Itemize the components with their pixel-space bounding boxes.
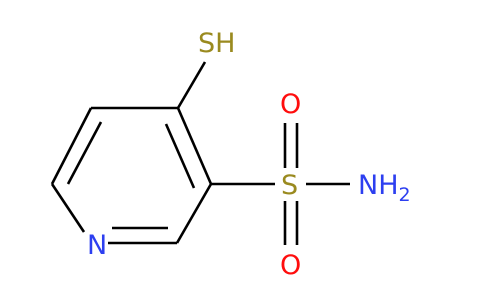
oxygen-bottom-label: O — [280, 250, 301, 281]
bond-c6-c5 — [50, 107, 93, 185]
amine-subscript: 2 — [399, 184, 411, 206]
bond-c6-c5-inner — [66, 121, 103, 185]
bond-c3-c2 — [175, 183, 213, 244]
sulfonyl-sulfur-label: S — [281, 170, 298, 201]
bond-c4-sh — [176, 61, 207, 109]
oxygen-top-label: O — [280, 89, 301, 120]
bond-n1-c6 — [50, 183, 86, 233]
thiol-label: SH — [198, 28, 235, 59]
ring-nitrogen-label: N — [87, 230, 107, 261]
amine-text: NH — [358, 170, 399, 201]
bond-c4-c3 — [176, 107, 213, 185]
bond-c4-c3-inner — [164, 123, 196, 189]
amine-label: NH2 — [358, 170, 411, 206]
